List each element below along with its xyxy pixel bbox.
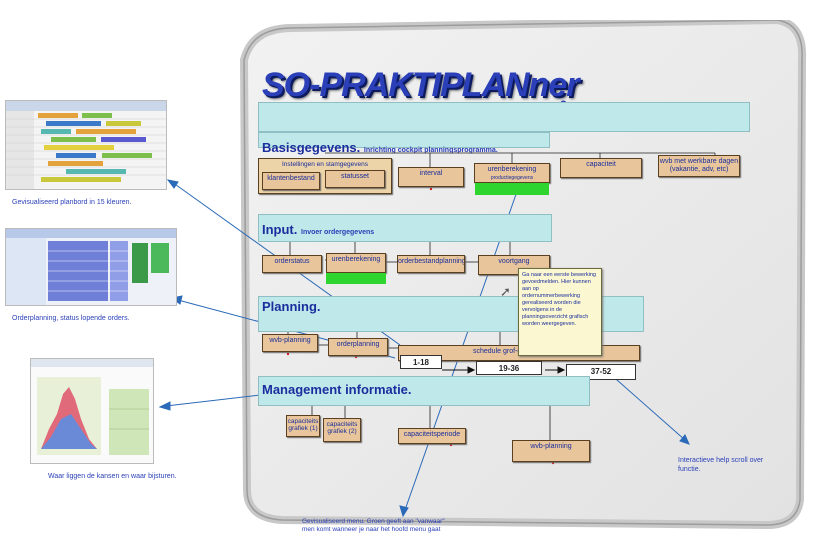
weeks-1-18-button[interactable]: 1-18 xyxy=(400,355,442,369)
planbord-chart-image xyxy=(6,101,166,189)
caption-orderplanning: Orderplanning, status lopende orders. xyxy=(12,315,130,322)
wvb-planning-management-button[interactable]: wvb-planning xyxy=(512,440,590,462)
help-tooltip: Ga naar een eerste bewerking gevoedmelde… xyxy=(518,268,602,356)
section-title-basis: Basisgegevens. Inrichting cockpit planni… xyxy=(262,140,498,155)
capaciteitsgrafiek-1-button[interactable]: capaciteits grafiek (1) xyxy=(286,415,320,437)
caption-helpscroll: Interactieve help scroll over functie. xyxy=(678,457,764,473)
orderplanning-chart-image xyxy=(6,229,176,305)
klantenbestand-button[interactable]: klantenbestand xyxy=(262,172,320,190)
green-origin-marker-input xyxy=(326,273,386,284)
stamgegevens-label: Instellingen en stamgegevens xyxy=(281,161,368,168)
orderplanning-button[interactable]: orderplanning xyxy=(328,338,388,356)
kansen-chart-image xyxy=(31,359,153,455)
kansen-thumbnail xyxy=(30,358,154,464)
section-band-management xyxy=(258,376,590,406)
section-band-basis xyxy=(258,102,750,132)
weeks-19-36-button[interactable]: 19-36 xyxy=(476,361,542,375)
caption-menu: Gevisualiseerd menu. Groen geeft aan "va… xyxy=(302,518,445,533)
capaciteit-button[interactable]: capaciteit xyxy=(560,158,642,178)
section-title-input: Input. Invoer ordergegevens xyxy=(262,222,374,237)
caption-planbord: Gevisualiseerd planbord in 15 kleuren. xyxy=(12,199,132,206)
urenberekening-input-button[interactable]: urenberekening xyxy=(326,253,386,273)
section-band-input xyxy=(258,214,552,242)
urenberekening-basis-button[interactable]: urenberekening productiegegevens xyxy=(474,163,550,183)
section-title-basis-text: Basisgegevens. xyxy=(262,140,361,155)
statusset-button[interactable]: statusset xyxy=(325,170,385,188)
planbord-thumbnail xyxy=(5,100,167,190)
orderstatus-button[interactable]: orderstatus xyxy=(262,255,322,273)
urenberekening-basis-sublabel: productiegegevens xyxy=(490,175,534,181)
section-title-management: Management informatie. xyxy=(262,382,412,397)
orderbestandplanning-button[interactable]: orderbestandplanning xyxy=(397,255,465,273)
capaciteitsgrafiek-2-button[interactable]: capaciteits grafiek (2) xyxy=(323,418,361,442)
urenberekening-basis-label: urenberekening xyxy=(487,166,537,173)
interval-button[interactable]: interval xyxy=(398,167,464,187)
section-title-input-text: Input. xyxy=(262,222,298,237)
green-origin-marker-basis xyxy=(475,183,549,195)
section-subtitle-basis: Inrichting cockpit planningsprogramma. xyxy=(363,147,498,154)
app-title: SO-PRAKTIPLANner xyxy=(262,66,579,104)
caption-kansen: Waar liggen de kansen en waar bijsturen. xyxy=(48,473,177,480)
wvb-planning-button[interactable]: wvb-planning xyxy=(262,334,318,352)
section-band-basis-label xyxy=(258,132,550,148)
capaciteitsperiode-button[interactable]: capaciteitsperiode xyxy=(398,428,466,444)
section-title-planning: Planning. xyxy=(262,299,321,314)
section-subtitle-input: Invoer ordergegevens xyxy=(301,229,375,236)
wvb-werkbare-dagen-button[interactable]: wvb met werkbare dagen (vakantie, adv, e… xyxy=(658,155,740,177)
mouse-cursor-icon: ➚ xyxy=(500,284,511,299)
orderplanning-thumbnail xyxy=(5,228,177,306)
